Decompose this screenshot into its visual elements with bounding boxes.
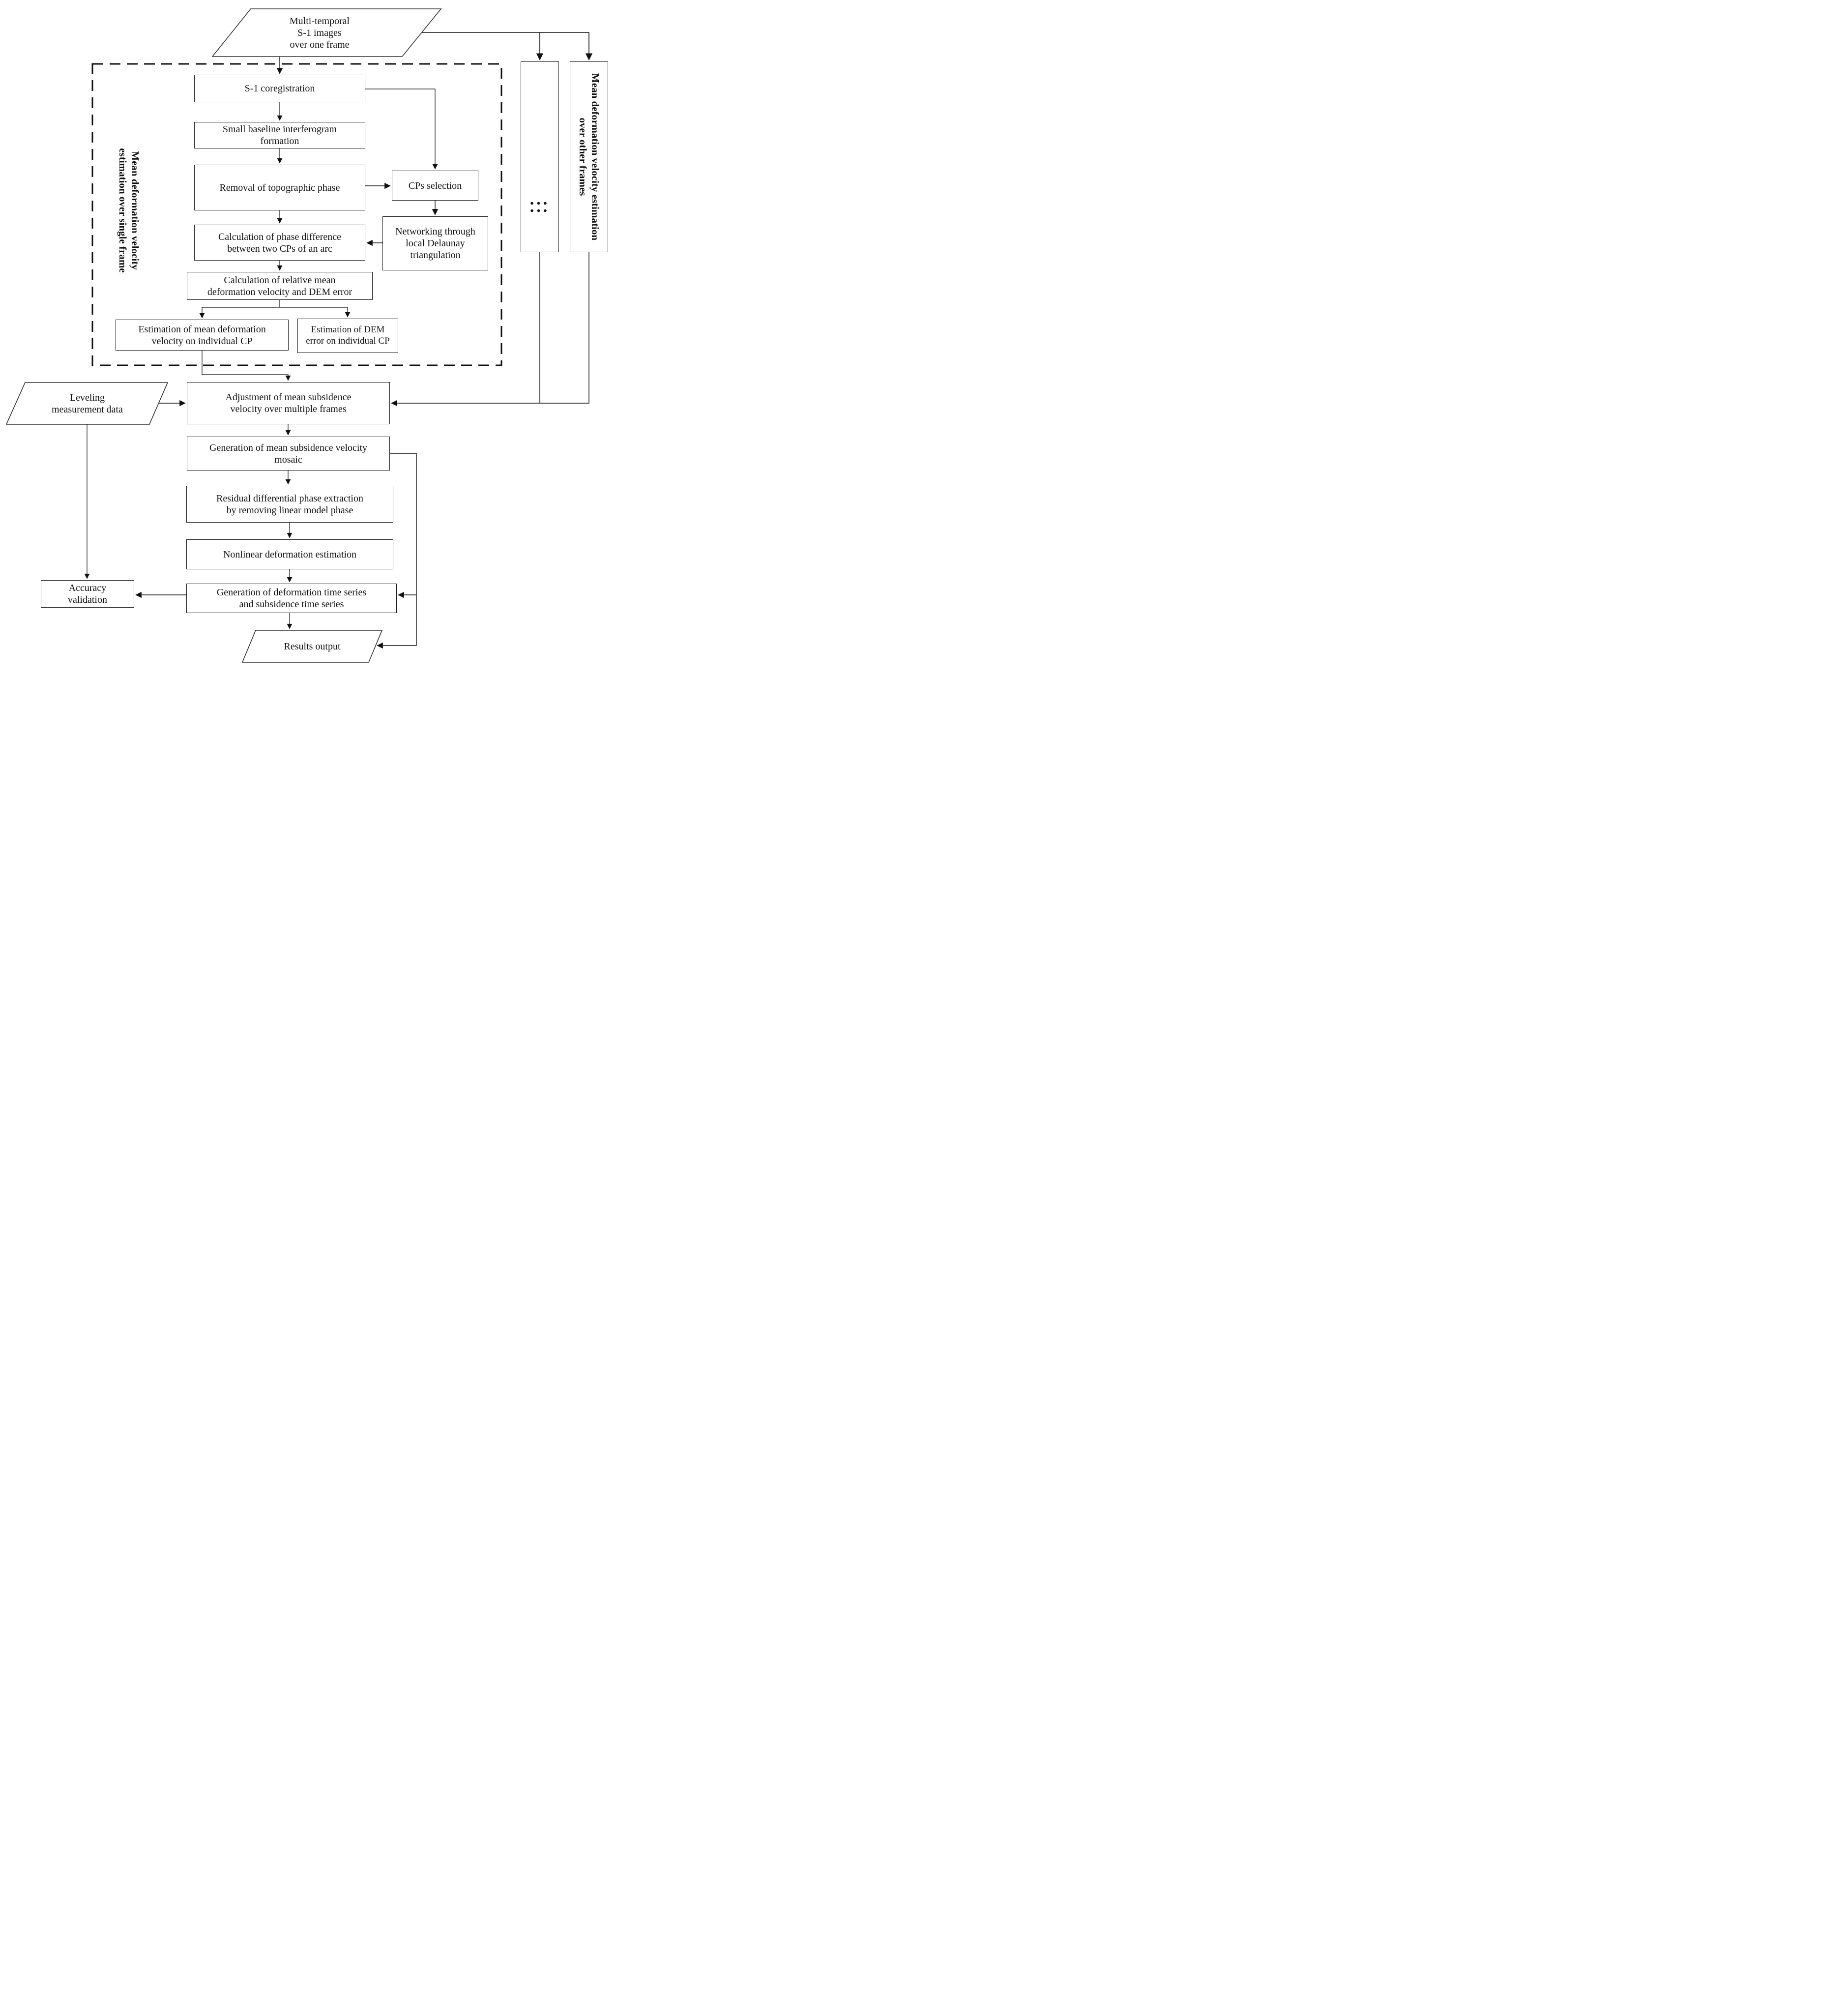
- connector-mosaic-feedback-to-results: [377, 453, 417, 649]
- node-adjustment-multiframe: Adjustment of mean subsidence velocity o…: [187, 382, 390, 424]
- connector-other-frames-to-adjustment: [391, 252, 589, 407]
- node-multi-temporal-images: Multi-temporal S-1 images over one frame: [289, 15, 350, 50]
- node-accuracy-validation: Accuracy validation: [41, 580, 134, 608]
- node-small-baseline-interferogram: Small baseline interferogram formation: [194, 122, 365, 148]
- connector-estmean-to-adjustment: [202, 351, 291, 381]
- ellipsis-dots: ... ...: [529, 190, 550, 216]
- node-removal-topographic-phase: Removal of topographic phase: [194, 165, 365, 210]
- single-frame-dashed-border: [91, 63, 502, 366]
- node-delaunay-networking: Networking through local Delaunay triang…: [382, 216, 488, 270]
- node-phase-difference: Calculation of phase difference between …: [194, 225, 365, 261]
- node-velocity-mosaic: Generation of mean subsidence velocity m…: [187, 437, 390, 471]
- label-other-frames: Mean deformation velocity estimation ove…: [577, 73, 601, 240]
- multi-temporal-parallelogram: [211, 8, 442, 57]
- node-other-frames-placeholder: [521, 61, 559, 252]
- node-cps-selection: CPs selection: [392, 171, 478, 201]
- node-s1-coregistration: S-1 coregistration: [194, 75, 365, 102]
- node-results-output: Results output: [284, 641, 341, 652]
- flowchart-canvas: Multi-temporal S-1 images over one frame…: [0, 0, 616, 667]
- node-est-mean-deformation: Estimation of mean deformation velocity …: [116, 320, 289, 351]
- results-parallelogram: [241, 630, 383, 663]
- node-nonlinear-deformation: Nonlinear deformation estimation: [186, 539, 393, 569]
- node-residual-phase-extraction: Residual differential phase extraction b…: [186, 486, 393, 523]
- connector-coregistration-to-cps: [365, 88, 438, 170]
- node-other-frames-estimation: [570, 61, 608, 252]
- label-single-frame-group: Mean deformation velocity estimation ove…: [117, 148, 141, 273]
- flowchart-wiring: [5, 8, 593, 663]
- node-leveling-data: Leveling measurement data: [52, 392, 123, 415]
- node-est-dem-error: Estimation of DEM error on individual CP: [297, 319, 398, 353]
- leveling-parallelogram: [5, 382, 169, 425]
- node-relative-mean-velocity: Calculation of relative mean deformation…: [187, 272, 373, 300]
- node-deformation-time-series: Generation of deformation time series an…: [186, 584, 397, 613]
